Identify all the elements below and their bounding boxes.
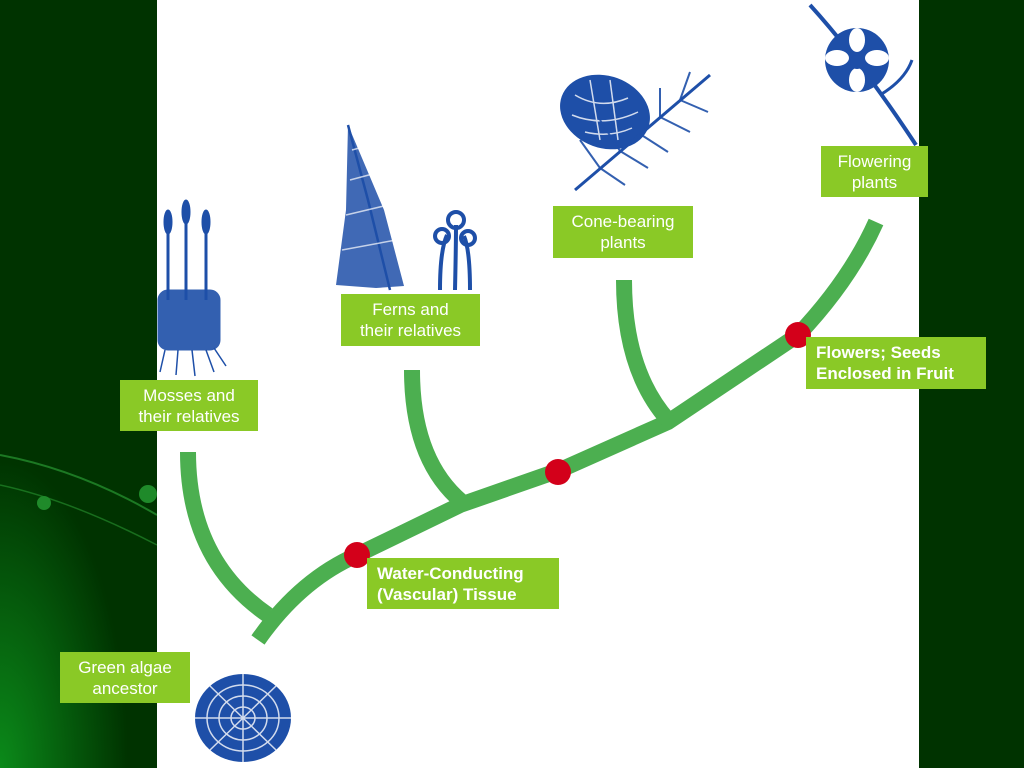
label-vascular-tissue: Water-Conducting (Vascular) Tissue xyxy=(367,558,559,609)
diagram-panel xyxy=(157,0,919,768)
moss-icon xyxy=(157,199,227,377)
label-line: Ferns and xyxy=(372,300,449,319)
label-mosses: Mosses and their relatives xyxy=(120,380,258,431)
moss-branch xyxy=(180,451,273,622)
fern-branch xyxy=(404,369,468,509)
vascular-tissue-node xyxy=(344,542,370,568)
label-ferns: Ferns and their relatives xyxy=(341,294,480,346)
label-line: (Vascular) Tissue xyxy=(377,584,517,604)
label-line: their relatives xyxy=(138,406,240,426)
label-flowers-fruit: Flowers; Seeds Enclosed in Fruit xyxy=(806,337,986,389)
pine-cone-icon xyxy=(560,71,711,192)
label-line: their relatives xyxy=(359,321,462,340)
green-algae-icon xyxy=(195,674,291,762)
flower-node xyxy=(785,322,811,348)
flower-icon xyxy=(808,3,918,147)
label-line: plants xyxy=(600,233,646,252)
cone-branch xyxy=(616,279,675,426)
label-green-algae-ancestor: Green algae ancestor xyxy=(60,652,190,703)
label-line: Flowering xyxy=(837,151,912,171)
fern-icon xyxy=(336,124,477,291)
label-line: Cone-bearing xyxy=(571,212,675,231)
label-line: Green algae xyxy=(78,657,172,677)
label-line: Mosses and xyxy=(143,385,235,405)
label-flowering: Flowering plants xyxy=(821,146,928,197)
seed-node xyxy=(545,459,571,485)
label-line: ancestor xyxy=(92,678,158,698)
label-line: plants xyxy=(851,172,898,192)
label-line: Water-Conducting xyxy=(377,563,524,583)
label-line: Flowers; Seeds xyxy=(816,343,941,362)
label-line: Enclosed in Fruit xyxy=(816,364,954,383)
label-cone-bearing: Cone-bearing plants xyxy=(553,206,693,258)
